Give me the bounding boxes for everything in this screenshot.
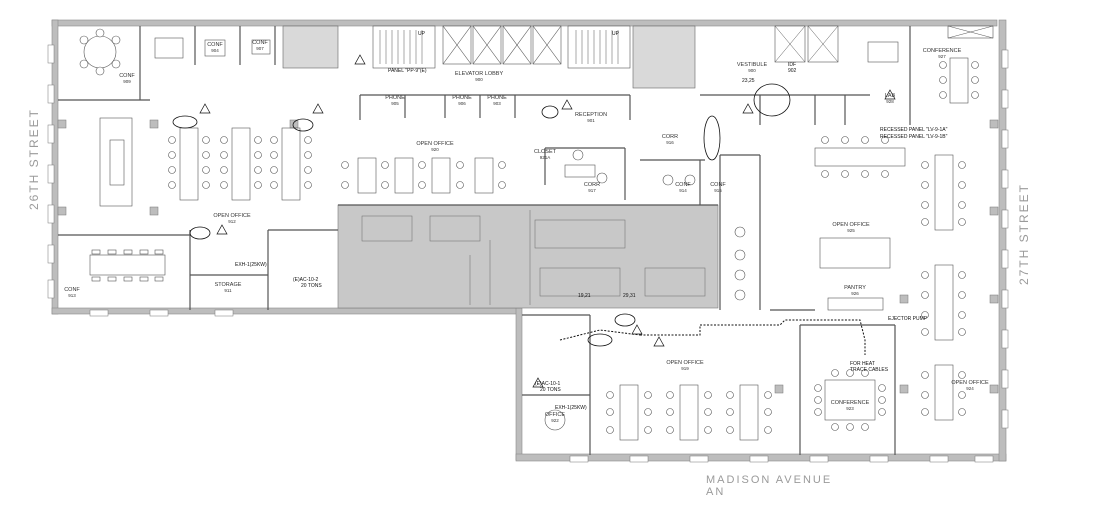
room-open-office-925-number: 925 (847, 228, 855, 233)
room-conf-909-number: 909 (123, 79, 131, 84)
room-corr-916-label: CORR (662, 134, 678, 140)
note-unit-a-tons: 20 TONS (301, 283, 322, 289)
room-closet-number: 921A (540, 155, 551, 160)
room-conference-923-label: CONFERENCE (831, 400, 870, 406)
room-conf-909-label: CONF (119, 73, 135, 79)
room-phone-b-label: PHONE (452, 95, 472, 101)
room-conf-914-number: 914 (679, 188, 687, 193)
note-unit-b-tag: (E)AC-10-1 (535, 381, 561, 387)
room-open-office-925-label: OPEN OFFICE (832, 222, 870, 228)
note-ejector-pump: EJECTOR PUMP (888, 316, 928, 322)
room-open-office-924-number: 924 (966, 386, 974, 391)
street-west-label: 26TH STREET (27, 108, 41, 210)
annotations: PANEL "PP-9"(E) RECESSED PANEL "LV-9-1A"… (235, 62, 948, 411)
street-south-sub-label: AN (706, 486, 725, 498)
note-circuit-a: 19,21 (578, 293, 591, 299)
room-pantry-label: PANTRY (844, 285, 866, 291)
note-unit-a-tag: (E)AC-10-2 (293, 277, 319, 283)
room-elevator-lobby-number: 900 (475, 77, 483, 82)
room-reception-label: RECEPTION (575, 112, 607, 118)
room-lab-number: 928 (886, 99, 894, 104)
stair-up-label-a: UP (418, 31, 426, 37)
note-exh-1-b: EXH-1(25KW) (555, 405, 587, 411)
revision-clouds (172, 83, 791, 347)
room-phone-c-label: PHONE (487, 95, 507, 101)
room-open-office-919-label: OPEN OFFICE (666, 360, 704, 366)
room-corr-917-label: CORR (584, 182, 600, 188)
room-open-office-920-number: 920 (431, 147, 439, 152)
north-core: UP UP (282, 25, 994, 89)
furniture (79, 28, 979, 441)
note-heat-trace-2: TRACE CABLES (850, 367, 889, 373)
room-conf-913-label: CONF (64, 287, 80, 293)
partitions (58, 26, 911, 455)
room-storage-number: 911 (224, 288, 232, 293)
street-south-label: MADISON AVENUE (706, 474, 832, 486)
room-lab-label: LAB (885, 93, 896, 99)
room-reception-number: 901 (587, 118, 595, 123)
room-closet-label: CLOSET (534, 149, 557, 155)
building-walls (47, 19, 1009, 463)
room-phone-c-number: 903 (493, 101, 501, 106)
room-open-office-912-label: OPEN OFFICE (213, 213, 251, 219)
room-vestibule-label: VESTIBULE (737, 62, 768, 68)
room-conference-ne-number: 927 (938, 54, 946, 59)
note-recessed-panel-1b: RECESSED PANEL "LV-9-1B" (880, 134, 948, 140)
revision-triangles (199, 54, 896, 388)
room-phone-b-number: 906 (458, 101, 466, 106)
room-elevator-lobby-label: ELEVATOR LOBBY (455, 71, 504, 77)
room-open-office-924-label: OPEN OFFICE (951, 380, 989, 386)
note-recessed-panel-1a: RECESSED PANEL "LV-9-1A" (880, 127, 948, 133)
note-circuit-b: 29,31 (623, 293, 636, 299)
room-conference-923-number: 923 (846, 406, 854, 411)
room-corr-916-number: 916 (666, 140, 674, 145)
note-idf-number: 902 (788, 68, 797, 74)
note-idf: IDF (788, 62, 796, 68)
room-conf-913-number: 913 (68, 293, 76, 298)
room-open-office-912-number: 912 (228, 219, 236, 224)
room-phone-a-number: 905 (391, 101, 399, 106)
room-open-office-920-label: OPEN OFFICE (416, 141, 454, 147)
room-phone-a-label: PHONE (385, 95, 405, 101)
stair-up-label-b: UP (612, 31, 620, 37)
electrical-homerun (559, 319, 866, 355)
note-panel-pp9: PANEL "PP-9"(E) (388, 68, 427, 74)
note-heat-trace-1: FOR HEAT (850, 361, 875, 367)
central-core (337, 204, 719, 309)
room-corr-917-number: 917 (588, 188, 596, 193)
note-unit-b-tons: 20 TONS (540, 387, 561, 393)
room-office-922-number: 922 (551, 418, 559, 423)
room-conf-915-label: CONF (710, 182, 726, 188)
street-east-label: 27TH STREET (1017, 183, 1031, 285)
note-exh-1-a: EXH-1(25KW) (235, 262, 267, 268)
room-conf-907-number: 907 (256, 46, 264, 51)
room-conference-ne-label: CONFERENCE (923, 48, 962, 54)
room-labels: CONF 909 CONF 904 CONF 907 ELEVATOR LOBB… (64, 40, 989, 423)
room-conf-904-label: CONF (207, 42, 223, 48)
note-circuit-c: 23,25 (742, 78, 755, 84)
room-vestibule-number: 900 (748, 68, 756, 73)
room-conf-907-label: CONF (252, 40, 268, 46)
room-conf-915-number: 915 (714, 188, 722, 193)
room-open-office-919-number: 919 (681, 366, 689, 371)
room-office-922-label: OFFICE (545, 412, 565, 418)
room-conf-904-number: 904 (211, 48, 219, 53)
room-storage-label: STORAGE (215, 282, 242, 288)
room-pantry-number: 926 (851, 291, 859, 296)
room-conf-914-label: CONF (675, 182, 691, 188)
